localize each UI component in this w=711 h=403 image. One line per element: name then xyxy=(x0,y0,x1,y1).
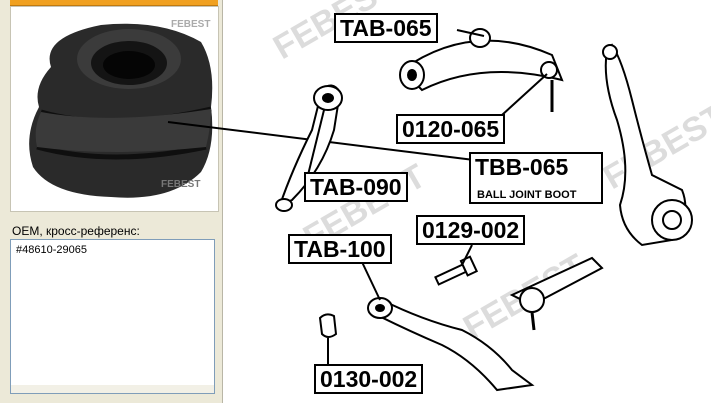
parts-diagram: FEBEST FEBEST FEBEST FEBEST xyxy=(222,0,711,403)
tbb-065-code: TBB-065 xyxy=(475,154,569,180)
selected-tab-strip[interactable] xyxy=(10,0,218,6)
photo-watermark-2: FEBEST xyxy=(161,179,200,190)
oem-crossref-box[interactable]: #48610-29065 xyxy=(10,239,215,394)
oem-number: #48610-29065 xyxy=(16,244,87,256)
photo-watermark: FEBEST xyxy=(171,19,210,30)
part-label-0120-065[interactable]: 0120-065 xyxy=(396,114,506,144)
part-label-tbb-065[interactable]: TBB-065 BALL JOINT BOOT xyxy=(469,152,603,204)
part-label-tab-100[interactable]: TAB-100 xyxy=(288,234,392,264)
oem-crossref-label: OEM, кросс-референс: xyxy=(12,224,140,238)
part-label-0130-002[interactable]: 0130-002 xyxy=(314,364,424,394)
part-label-tab-090[interactable]: TAB-090 xyxy=(304,172,408,202)
product-photo: FEBEST FEBEST xyxy=(10,6,219,212)
part-label-tab-065[interactable]: TAB-065 xyxy=(334,13,438,43)
horizontal-scrollbar[interactable] xyxy=(11,385,214,393)
left-panel: FEBEST FEBEST OEM, кросс-референс: #4861… xyxy=(0,0,223,403)
tbb-065-sublabel: BALL JOINT BOOT xyxy=(477,189,577,201)
part-label-0129-002[interactable]: 0129-002 xyxy=(416,215,526,245)
